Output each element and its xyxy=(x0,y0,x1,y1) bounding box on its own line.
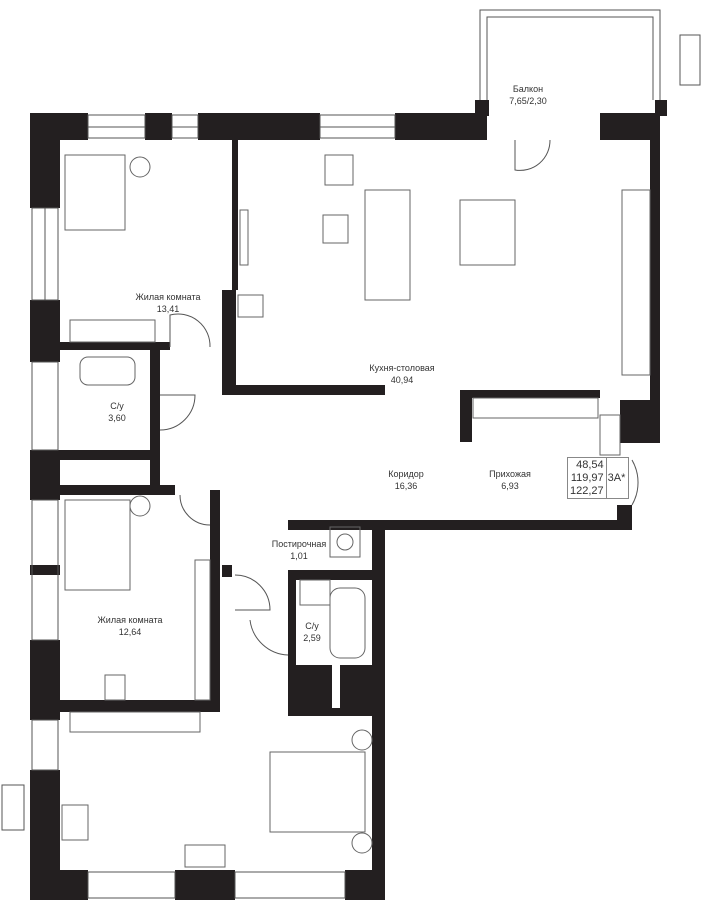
room-label-corridor: Коридор 16,36 xyxy=(388,468,424,492)
room-area: 6,93 xyxy=(501,481,519,491)
room-name: Балкон xyxy=(512,84,544,94)
area-values: 48,54 119,97 122,27 xyxy=(568,458,607,498)
total-area-with-balcony: 122,27 xyxy=(570,485,604,497)
room-name: Жилая комната xyxy=(97,615,163,625)
apartment-summary: 48,54 119,97 122,27 3А* xyxy=(567,457,629,499)
dining-table xyxy=(459,199,516,266)
room-area: 7,65/2,30 xyxy=(509,96,547,106)
furniture xyxy=(61,154,651,868)
room-name: Кухня-столовая xyxy=(369,363,435,373)
room-area: 16,36 xyxy=(394,481,418,491)
living-area: 48,54 xyxy=(576,459,604,471)
bathtub-1 xyxy=(79,356,136,386)
bed-2 xyxy=(64,499,131,591)
room-label-bedroom-1: Жилая комната 13,41 xyxy=(135,291,200,315)
bathtub-2 xyxy=(329,587,366,659)
room-name: Постирочная xyxy=(271,539,327,549)
room-label-laundry: Постирочная 1,01 xyxy=(272,538,326,562)
total-area: 119,97 xyxy=(570,472,604,484)
room-name: Прихожая xyxy=(489,469,531,479)
sofa xyxy=(364,189,411,301)
room-label-bathroom-2: С/у 2,59 xyxy=(303,620,321,644)
room-name: Жилая комната xyxy=(135,292,201,302)
apartment-type: 3А* xyxy=(607,472,626,484)
room-label-kitchen: Кухня-столовая 40,94 xyxy=(369,362,434,386)
room-name: Коридор xyxy=(388,469,424,479)
room-area: 1,01 xyxy=(290,551,308,561)
windows xyxy=(1,9,701,899)
room-label-hallway: Прихожая 6,93 xyxy=(489,468,531,492)
bed-3 xyxy=(269,751,366,833)
room-label-bathroom-1: С/у 3,60 xyxy=(108,400,126,424)
room-area: 40,94 xyxy=(390,375,414,385)
room-label-balcony: Балкон 7,65/2,30 xyxy=(509,83,547,107)
bed-1 xyxy=(64,154,126,231)
room-label-bedroom-2: Жилая комната 12,64 xyxy=(97,614,162,638)
room-area: 2,59 xyxy=(303,633,321,643)
room-area: 13,41 xyxy=(156,304,180,314)
kitchen-counter xyxy=(621,189,651,376)
room-area: 12,64 xyxy=(118,627,142,637)
room-name: С/у xyxy=(110,401,124,411)
room-name: С/у xyxy=(305,621,319,631)
room-area: 3,60 xyxy=(108,413,126,423)
walls xyxy=(30,100,667,900)
